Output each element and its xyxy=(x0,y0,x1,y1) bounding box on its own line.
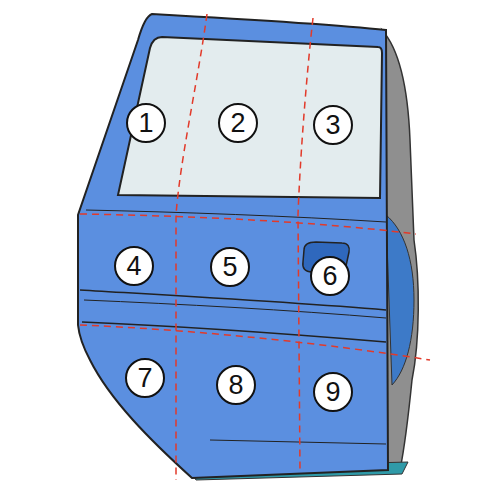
callout-circle: 6 xyxy=(310,256,350,296)
callout-number: 1 xyxy=(138,110,153,137)
door-inner-panel xyxy=(386,215,414,385)
zone-line xyxy=(80,325,430,360)
zone-line xyxy=(298,18,313,470)
callout-number: 6 xyxy=(322,263,337,290)
belt-line xyxy=(86,210,386,222)
door-panel xyxy=(78,14,388,478)
door-crease xyxy=(210,440,386,444)
zone-lines xyxy=(80,14,430,480)
window-glass xyxy=(118,37,382,198)
callout-number: 9 xyxy=(325,379,340,406)
door-crease xyxy=(82,322,386,342)
callout-number: 3 xyxy=(325,112,340,139)
callout-circle: 7 xyxy=(125,358,165,398)
callout-circle: 2 xyxy=(218,103,258,143)
callout-number: 4 xyxy=(126,253,141,280)
callout-circle: 1 xyxy=(126,103,166,143)
callout-circle: 9 xyxy=(313,372,353,412)
callout-circle: 3 xyxy=(313,105,353,145)
callout-circle: 8 xyxy=(216,365,256,405)
zone-line xyxy=(176,14,207,480)
callout-number: 8 xyxy=(228,372,243,399)
door-crease xyxy=(84,300,386,318)
callout-number: 2 xyxy=(230,110,245,137)
zone-line xyxy=(80,214,416,234)
callout-circle: 4 xyxy=(114,246,154,286)
callout-number: 7 xyxy=(137,365,152,392)
callout-circle: 5 xyxy=(210,247,250,287)
callout-number: 5 xyxy=(222,254,237,281)
